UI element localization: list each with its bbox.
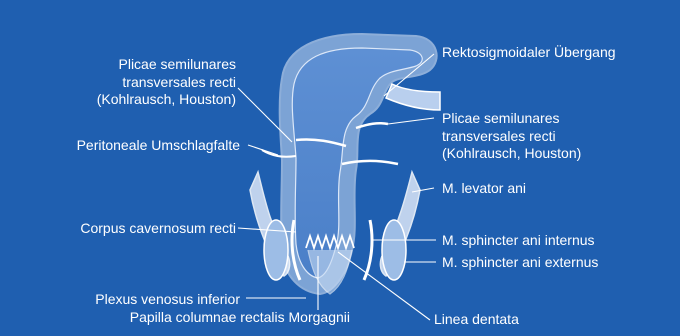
sphincter-internus-right <box>364 220 372 280</box>
label-rektosigmoid: Rektosigmoidaler Übergang <box>442 44 616 62</box>
label-linea-dentata: Linea dentata <box>434 311 519 329</box>
label-plicae-left-line2: transversales recti <box>97 74 236 92</box>
label-papilla: Papilla columnae rectalis Morgagnii <box>130 309 350 327</box>
label-corpus-cavernosum: Corpus cavernosum recti <box>80 220 236 238</box>
label-plicae-left-line1: Plicae semilunares <box>97 56 236 74</box>
label-plicae-right-line3: (Kohlrausch, Houston) <box>442 145 581 163</box>
leader-plicae-right <box>388 118 434 124</box>
plica-lower <box>342 161 398 164</box>
label-plicae-left-line3: (Kohlrausch, Houston) <box>97 91 236 109</box>
label-plicae-right-line1: Plicae semilunares <box>442 110 581 128</box>
label-sphincter-internus: M. sphincter ani internus <box>442 232 595 250</box>
label-plicae-left: Plicae semilunares transversales recti (… <box>97 56 236 109</box>
label-plicae-right: Plicae semilunares transversales recti (… <box>442 110 581 163</box>
sphincter-externus-right <box>382 220 406 280</box>
sphincter-externus-left <box>264 220 288 280</box>
leader-peritoneale <box>248 145 278 155</box>
label-levator: M. levator ani <box>442 180 526 198</box>
label-sphincter-externus: M. sphincter ani externus <box>442 254 598 272</box>
label-plexus: Plexus venosus inferior <box>95 291 240 309</box>
label-peritoneale: Peritoneale Umschlagfalte <box>77 137 240 155</box>
label-plicae-right-line2: transversales recti <box>442 128 581 146</box>
